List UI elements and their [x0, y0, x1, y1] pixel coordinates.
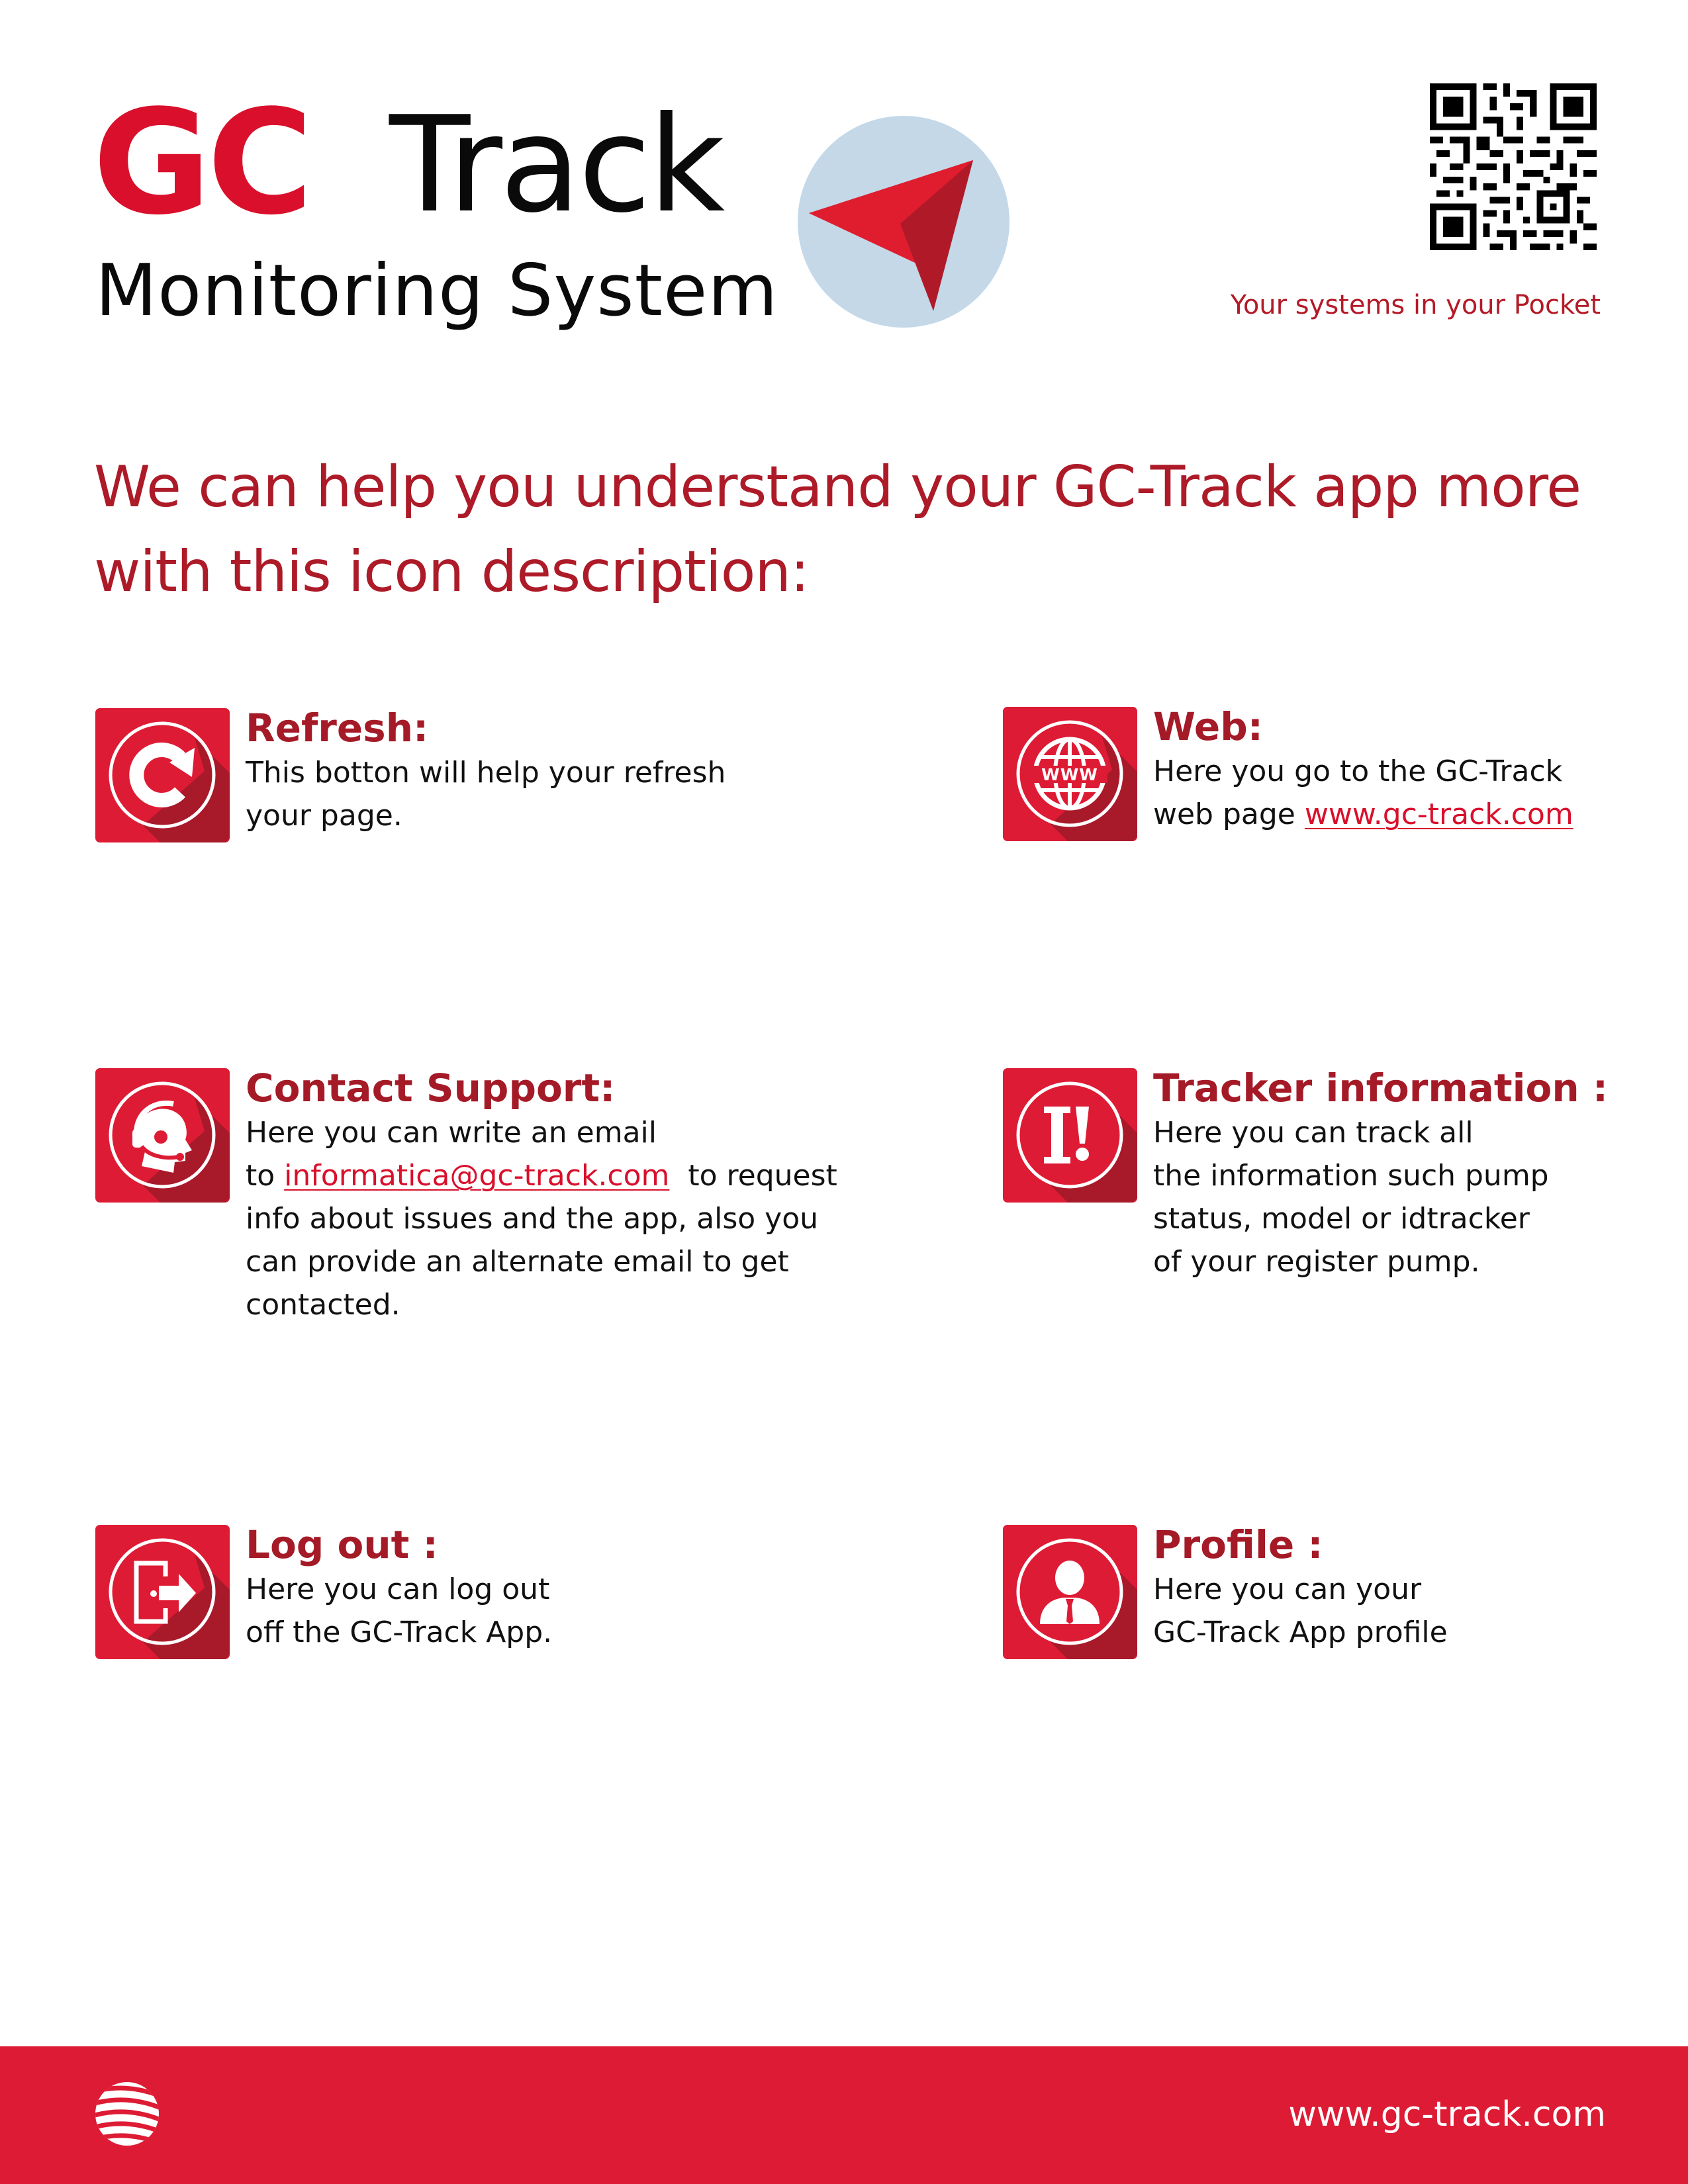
entry-logout-title: Log out :	[246, 1522, 438, 1567]
entry-support-line-3: info about issues and the app, also you	[246, 1202, 819, 1236]
entry-web-line-2-prefix: web page	[1153, 797, 1305, 831]
entry-logout-line-2: off the GC-Track App.	[246, 1615, 553, 1649]
entry-profile-line-1: Here you can your	[1153, 1572, 1422, 1606]
qr-code-icon	[1430, 83, 1597, 250]
entry-refresh-line-1: This botton will help your refresh	[246, 756, 726, 790]
entry-support-line-2-suffix: to request	[669, 1159, 837, 1193]
logout-door-icon	[95, 1525, 230, 1659]
entry-refresh-line-2: your page.	[246, 799, 402, 833]
entry-support-line-5: contacted.	[246, 1288, 400, 1322]
headline-line-2: with this icon description:	[94, 539, 810, 605]
entry-support-line-1: Here you can write an email	[246, 1116, 657, 1150]
entry-logout-line-1: Here you can log out	[246, 1572, 550, 1606]
entry-contact-support-title: Contact Support:	[246, 1066, 616, 1111]
www-globe-icon: WWW	[1003, 707, 1137, 841]
red-arrow-pointer-icon	[794, 113, 1013, 331]
page-headline: We can help you understand your GC-Track…	[94, 445, 1617, 614]
footer-website[interactable]: www.gc-track.com	[1288, 2095, 1606, 2134]
entry-tracker-title: Tracker information :	[1153, 1066, 1609, 1111]
headline-line-1: We can help you understand your GC-Track…	[94, 454, 1581, 520]
entry-profile-line-2: GC-Track App profile	[1153, 1615, 1448, 1649]
entry-tracker-line-2: the information such pump	[1153, 1159, 1549, 1193]
entry-tracker-line-4: of your register pump.	[1153, 1245, 1480, 1279]
logo-track-text: Track	[389, 88, 725, 242]
entry-logout-description: Here you can log out off the GC-Track Ap…	[246, 1568, 881, 1654]
entry-support-line-2-prefix: to	[246, 1159, 285, 1193]
support-headset-icon	[95, 1068, 230, 1203]
refresh-icon	[95, 708, 230, 842]
entry-support-line-2: to informatica@gc-track.com to request	[246, 1154, 881, 1197]
entry-contact-support-description: Here you can write an email to informati…	[246, 1111, 881, 1326]
entry-profile-description: Here you can your GC-Track App profile	[1153, 1568, 1688, 1654]
entry-web-description: Here you go to the GC-Track web page www…	[1153, 750, 1688, 836]
entry-refresh-description: This botton will help your refresh your …	[246, 751, 881, 837]
entry-tracker-line-1: Here you can track all	[1153, 1116, 1474, 1150]
svg-text:WWW: WWW	[1041, 765, 1098, 784]
logo-subtitle: Monitoring System	[95, 250, 778, 332]
info-exclamation-icon	[1003, 1068, 1137, 1203]
logo-gc-text: GC	[93, 79, 313, 247]
website-link[interactable]: www.gc-track.com	[1304, 797, 1573, 831]
footer: www.gc-track.com	[0, 2046, 1688, 2184]
entry-web-line-2: web page www.gc-track.com	[1153, 793, 1688, 836]
tagline: Your systems in your Pocket	[1230, 290, 1601, 320]
entry-tracker-line-3: status, model or idtracker	[1153, 1202, 1530, 1236]
entry-support-line-4: can provide an alternate email to get	[246, 1245, 789, 1279]
striped-globe-icon	[93, 2079, 162, 2148]
entry-profile-title: Profile :	[1153, 1522, 1323, 1567]
user-profile-icon	[1003, 1525, 1137, 1659]
entry-tracker-description: Here you can track all the information s…	[1153, 1111, 1688, 1283]
support-email-link[interactable]: informatica@gc-track.com	[284, 1159, 670, 1193]
entry-web-line-1: Here you go to the GC-Track	[1153, 754, 1563, 788]
entry-refresh-title: Refresh:	[246, 705, 429, 751]
entry-web-title: Web:	[1153, 704, 1263, 749]
